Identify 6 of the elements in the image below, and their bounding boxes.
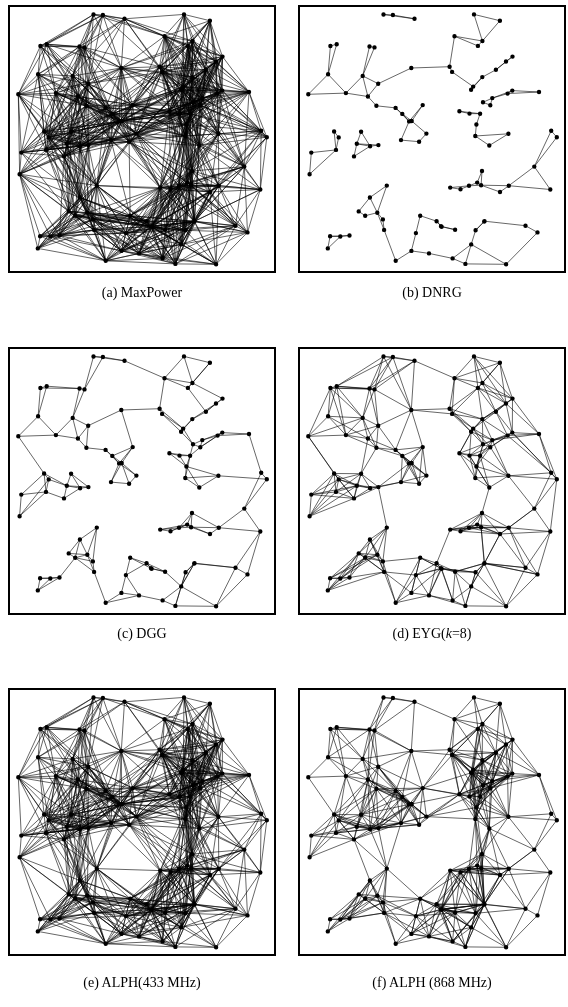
panel-caption: (a) MaxPower [100, 285, 184, 301]
panel-caption: (f) ALPH (868 MHz) [371, 975, 493, 991]
panel-caption: (d) EYG(k=8) [391, 626, 473, 642]
panel-caption: (e) ALPH(433 MHz) [82, 975, 202, 991]
panel-caption: (c) DGG [116, 626, 168, 642]
panel-caption: (b) DNRG [401, 285, 463, 301]
